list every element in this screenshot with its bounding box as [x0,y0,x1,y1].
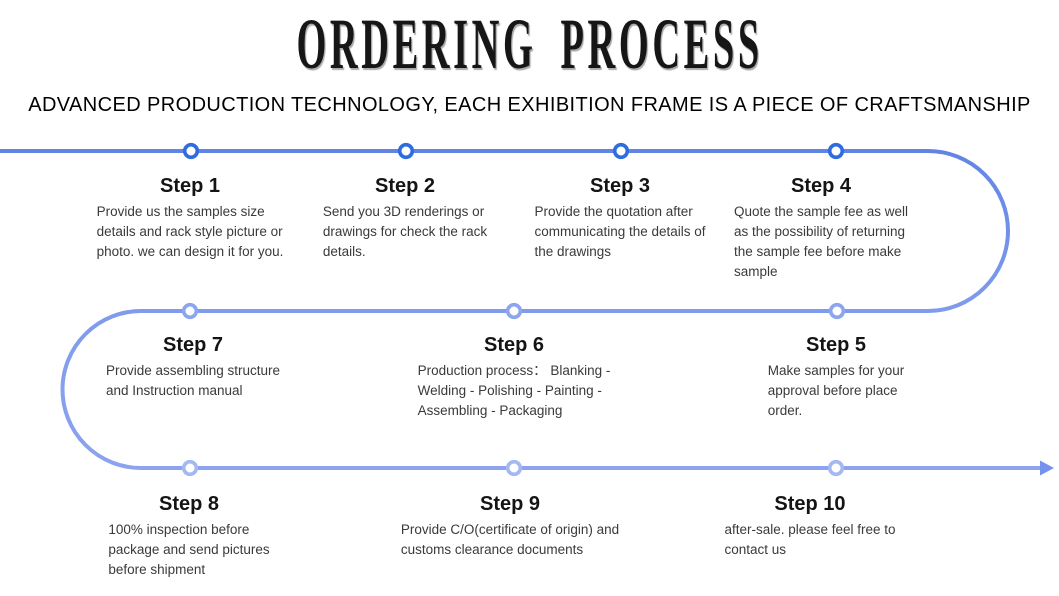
step-description: Send you 3D renderings or drawings for c… [322,204,488,259]
step-title: Step 9 [479,493,541,515]
step-node [397,142,415,160]
step-nodes [181,142,846,477]
step-description: Provide C/O(certificate of origin) and c… [400,522,620,557]
step-description: Production process： Blanking - Welding -… [417,363,611,418]
arrow-head-icon [1040,460,1054,476]
step-title: Step 5 [805,334,867,356]
step-block: Step 10 after-sale. please feel free to … [724,492,895,560]
step-node [505,459,523,477]
step-block: Step 7 Provide assembling structure and … [106,333,280,401]
step-block: Step 2 Send you 3D renderings or drawing… [323,174,487,262]
step-block: Step 4 Quote the sample fee as well as t… [734,174,908,282]
step-title: Step 10 [774,493,846,515]
step-description: Make samples for your approval before pl… [767,363,905,418]
step-description: 100% inspection before package and send … [108,522,270,577]
page-title-text: ORDERING PROCESS [296,4,763,84]
step-title: Step 3 [589,175,651,197]
step-node [505,302,523,320]
step-node [182,142,200,160]
step-node [612,142,630,160]
step-title: Step 8 [158,493,220,515]
step-block: Step 3 Provide the quotation after commu… [534,174,705,262]
step-description: Quote the sample fee as well as the poss… [733,204,909,279]
step-block: Step 8 100% inspection before package an… [108,492,269,580]
step-title: Step 6 [483,334,545,356]
page-subtitle: ADVANCED PRODUCTION TECHNOLOGY, EACH EXH… [28,94,1031,116]
step-node [828,302,846,320]
step-node [827,142,845,160]
step-block: Step 9 Provide C/O(certificate of origin… [401,492,619,560]
step-description: Provide us the samples size details and … [96,204,284,259]
step-title: Step 1 [159,175,221,197]
step-description: Provide assembling structure and Instruc… [105,363,281,398]
step-node [181,302,199,320]
step-block: Step 1 Provide us the samples size detai… [97,174,284,262]
page-title: ORDERING PROCESS [0,4,1059,84]
step-title: Step 4 [790,175,852,197]
step-description: Provide the quotation after communicatin… [534,204,706,259]
step-node [181,459,199,477]
step-block: Step 6 Production process： Blanking - We… [418,333,611,421]
step-title: Step 7 [162,334,224,356]
flow-path [0,149,1040,470]
step-description: after-sale. please feel free to contact … [724,522,896,557]
step-block: Step 5 Make samples for your approval be… [768,333,905,421]
step-node [827,459,845,477]
step-title: Step 2 [374,175,436,197]
